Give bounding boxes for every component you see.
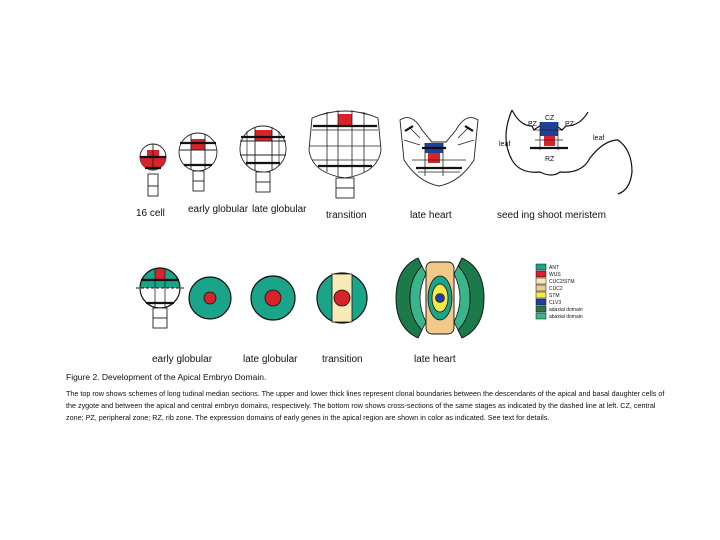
svg-text:adaxial domain: adaxial domain [549, 307, 583, 313]
embryo-late-globular-long [239, 125, 287, 193]
leaf-tag-right: leaf [593, 135, 604, 142]
svg-text:CLV3: CLV3 [549, 300, 561, 306]
pz-tag-left: PZ [528, 121, 538, 128]
cz-tag: CZ [545, 115, 555, 122]
label-early-globular-top: early globular [188, 204, 249, 215]
svg-text:CUC2: CUC2 [549, 286, 563, 292]
cross-section-late-heart [395, 257, 485, 339]
legend-item-abaxial: abaxial domain [535, 312, 583, 320]
cross-section-early-globular [188, 276, 232, 320]
rz-tag: RZ [545, 156, 555, 163]
embryo-transition-long [308, 110, 382, 199]
legend-item-stm: STM [535, 291, 560, 299]
label-late-heart-bottom: late heart [414, 354, 456, 365]
label-16-cell: 16 cell [136, 208, 165, 219]
figure-caption: Figure 2. Development of the Apical Embr… [66, 372, 666, 424]
label-transition-top: transition [326, 210, 367, 221]
svg-text:STM: STM [549, 293, 560, 299]
leaf-tag-left: leaf [499, 141, 510, 148]
label-late-globular-top: late globular [252, 204, 307, 215]
label-seedling-shoot-meristem: seed ing shoot meristem [497, 210, 606, 221]
embryo-16-cell [139, 143, 167, 197]
svg-text:CUC2/STM: CUC2/STM [549, 279, 575, 285]
caption-body: The top row shows schemes of long tudina… [66, 389, 665, 422]
svg-text:abaxial domain: abaxial domain [549, 314, 583, 320]
caption-title: Figure 2. Development of the Apical Embr… [66, 372, 267, 382]
cross-section-transition [316, 272, 368, 324]
legend-item-cuc2-stm: CUC2/STM [535, 277, 575, 285]
label-early-globular-bottom: early globular [152, 354, 213, 365]
pz-tag-right: PZ [565, 121, 575, 128]
embryo-late-heart-long [399, 117, 479, 187]
label-late-globular-bottom: late globular [243, 354, 298, 365]
seedling-shoot-meristem [505, 109, 633, 195]
legend-item-clv3: CLV3 [535, 298, 561, 306]
label-late-heart-top: late heart [410, 210, 452, 221]
legend-item-wus: WUS [535, 270, 561, 278]
legend-item-cuc2: CUC2 [535, 284, 563, 292]
svg-text:ANT: ANT [549, 265, 559, 271]
legend-item-adaxial: adaxial domain [535, 305, 583, 313]
embryo-early-globular-cross-ref [136, 267, 184, 329]
label-transition-bottom: transition [322, 354, 363, 365]
legend-item-ant: ANT [535, 263, 559, 271]
legend: ANT WUS CUC2/STM CUC2 STM CLV3 adaxial d… [535, 263, 583, 320]
svg-text:WUS: WUS [549, 272, 561, 278]
embryo-early-globular-long [178, 132, 218, 192]
cross-section-late-globular [250, 275, 296, 321]
